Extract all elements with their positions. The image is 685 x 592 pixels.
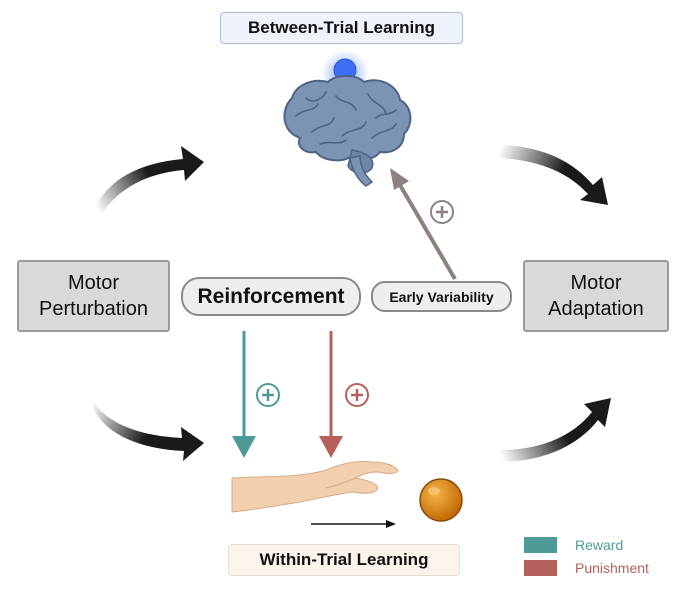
flow-arrow-upper-left <box>92 146 204 215</box>
motor-perturbation-box: Motor Perturbation <box>17 260 170 332</box>
flow-arrow-lower-right <box>500 398 611 462</box>
variability-arrow <box>390 168 457 281</box>
reinforcement-text: Reinforcement <box>197 284 345 308</box>
brain-icon <box>283 75 412 187</box>
legend-item-reward: Reward <box>524 537 623 553</box>
between-trial-text: Between-Trial Learning <box>247 18 436 37</box>
legend-swatch-reward <box>524 537 557 553</box>
flow-arrow-lower-left <box>92 400 204 461</box>
between-trial-label: Between-Trial Learning <box>220 12 463 44</box>
flow-arrow-upper-right <box>500 145 608 205</box>
early-variability-text: Early Variability <box>389 288 494 305</box>
legend-item-punishment: Punishment <box>524 560 649 576</box>
within-trial-text: Within-Trial Learning <box>259 550 429 569</box>
motor-perturbation-line-2: Perturbation <box>39 298 148 320</box>
motor-adaptation-line-1: Motor <box>570 272 622 294</box>
punishment-arrow <box>319 331 343 458</box>
reinforcement-pill: Reinforcement <box>181 277 361 316</box>
plus-circle-icon <box>430 200 454 224</box>
plus-circle-icon <box>256 383 280 407</box>
motor-adaptation-line-2: Adaptation <box>548 298 644 320</box>
motor-adaptation-box: Motor Adaptation <box>523 260 669 332</box>
legend-swatch-punishment <box>524 560 557 576</box>
early-variability-pill: Early Variability <box>371 281 512 312</box>
legend-label-punishment: Punishment <box>575 560 649 576</box>
plus-circle-icon <box>345 383 369 407</box>
ball-icon <box>419 478 463 522</box>
legend-label-reward: Reward <box>575 537 624 553</box>
motor-perturbation-line-1: Motor <box>67 272 120 294</box>
movement-arrow <box>311 520 396 528</box>
reward-arrow <box>232 331 256 458</box>
within-trial-label: Within-Trial Learning <box>228 544 460 576</box>
hand-icon <box>231 461 399 513</box>
